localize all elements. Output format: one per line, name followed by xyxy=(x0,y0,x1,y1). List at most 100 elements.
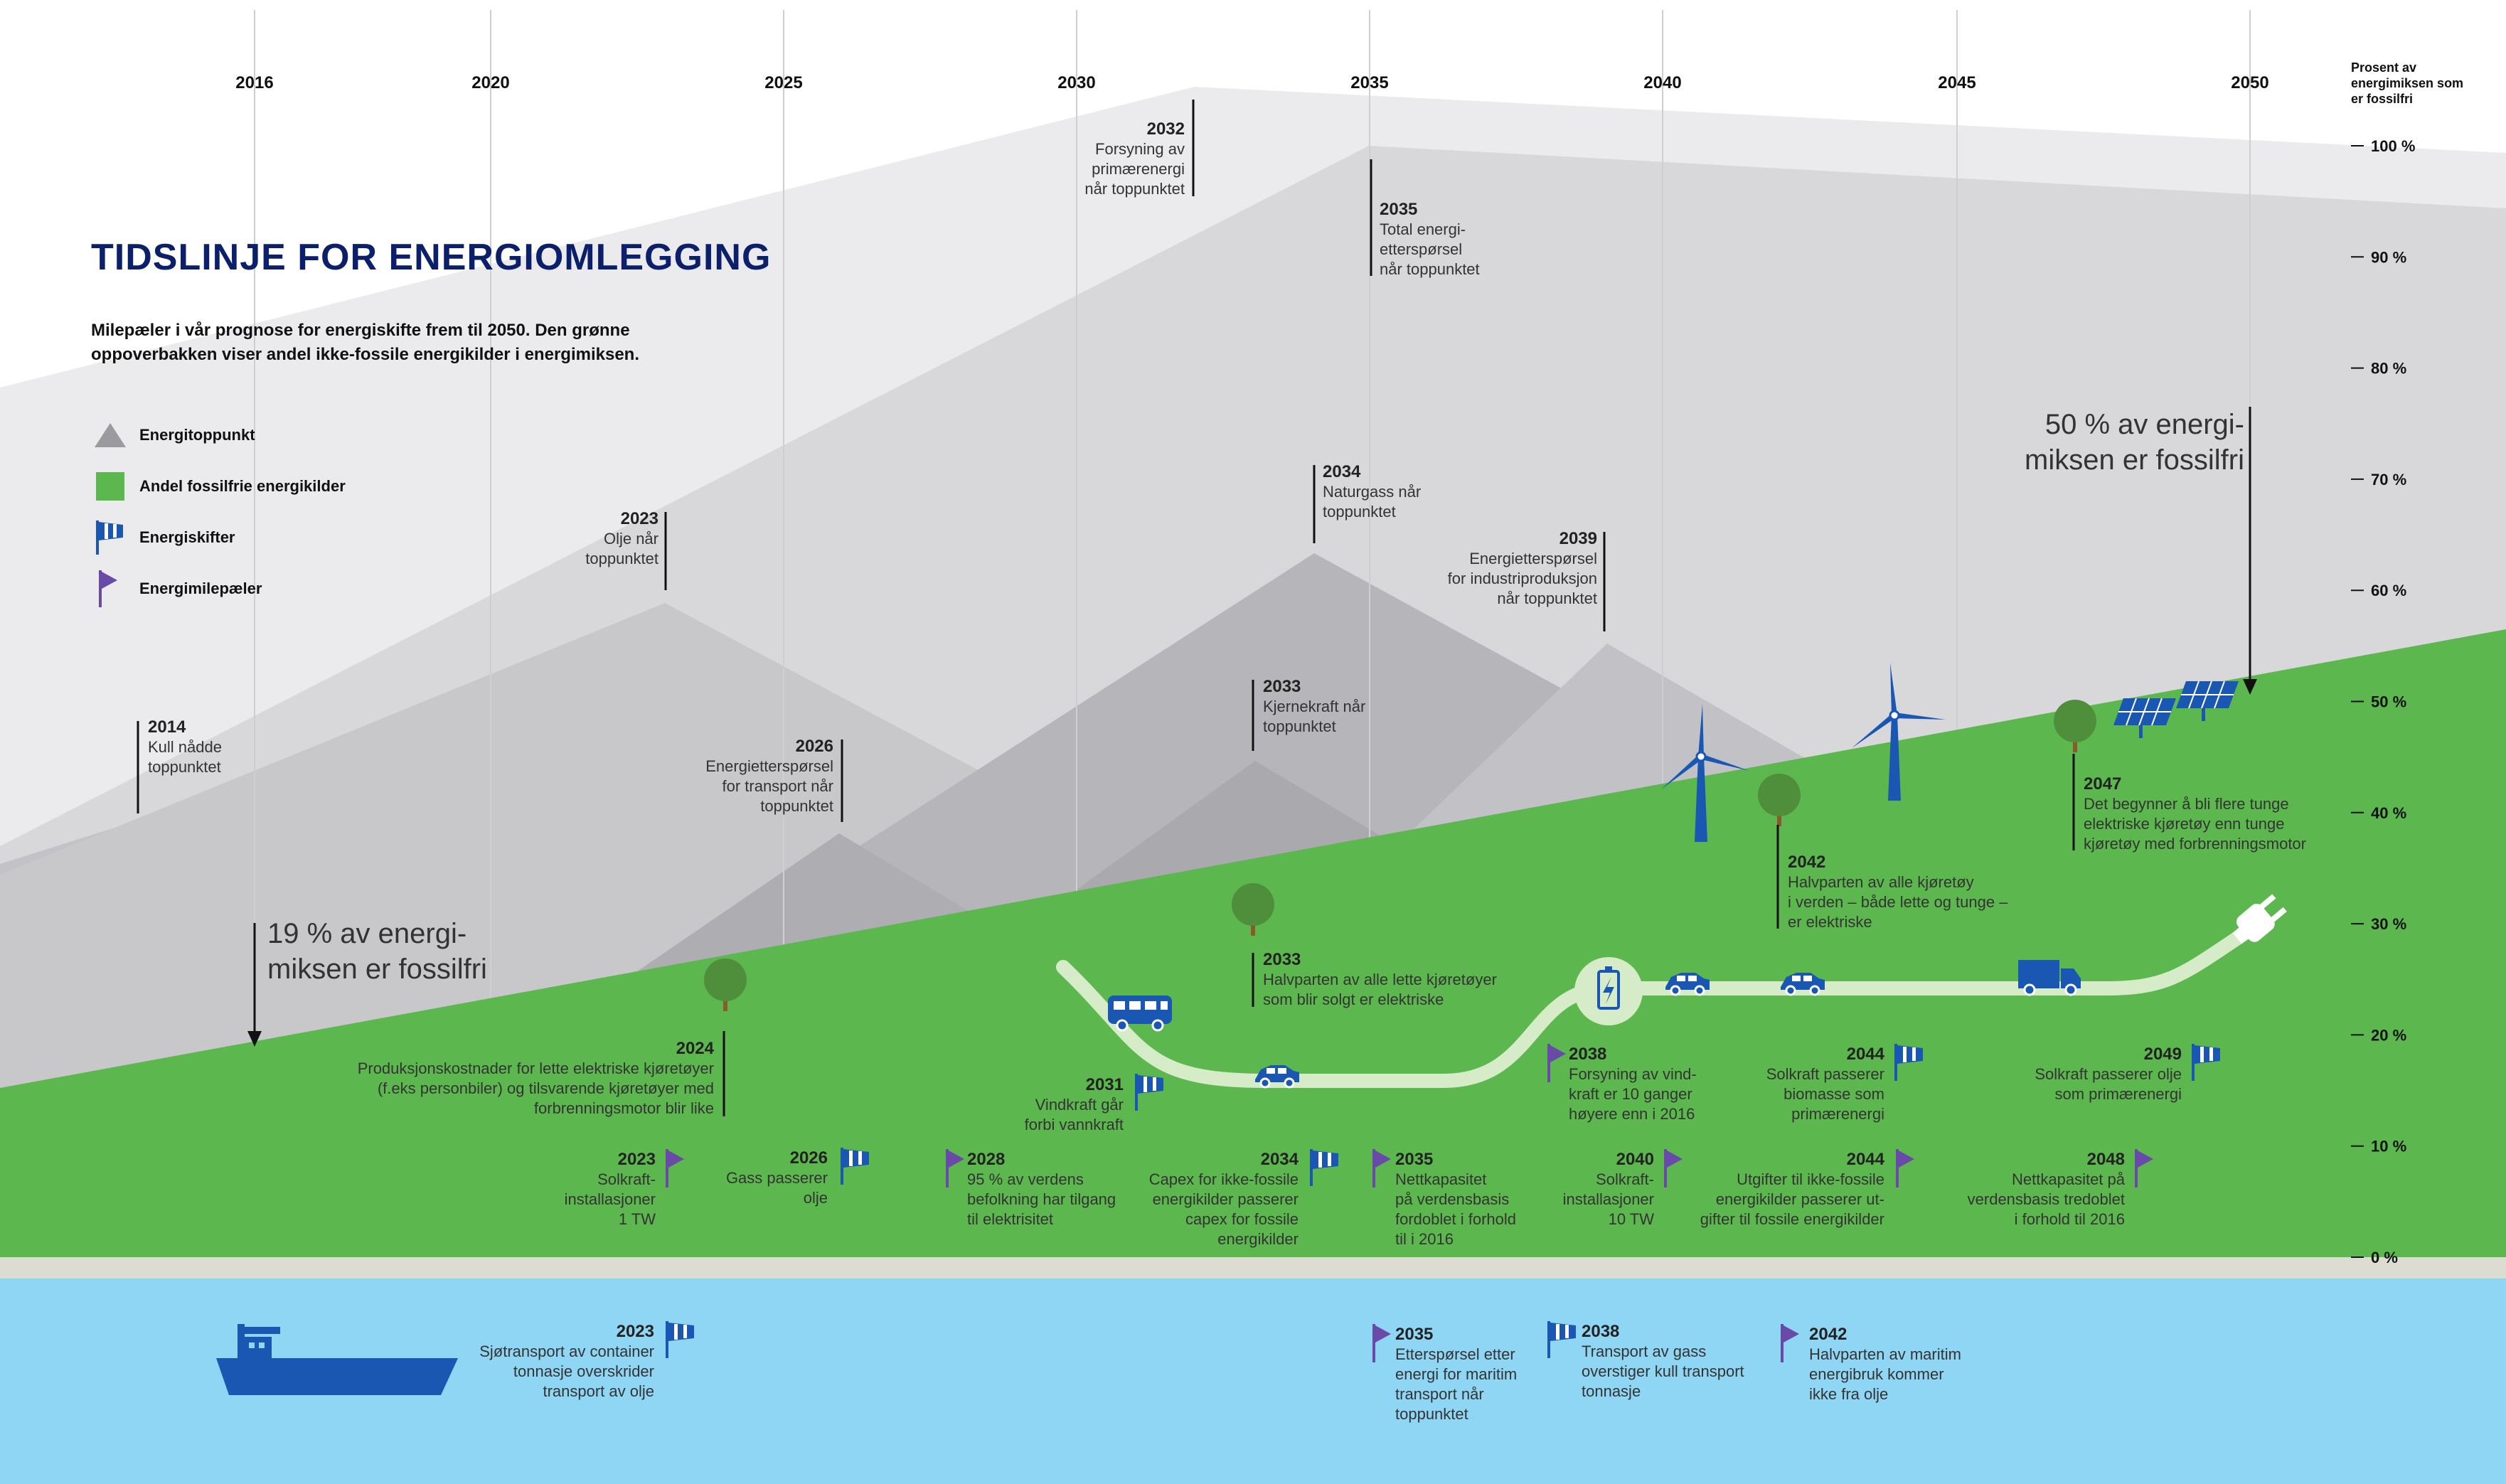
year-label: 2035 xyxy=(1350,73,1388,92)
ev-road xyxy=(1056,924,2254,1088)
windsock-icon xyxy=(1894,1044,1923,1081)
legend-label: Energimilepæler xyxy=(139,580,262,597)
axis-tick-label: 0 % xyxy=(2371,1249,2398,1266)
annotation-text: Kjernekraft når xyxy=(1263,698,1365,715)
annotation-text: Capex for ikke-fossile xyxy=(1149,1170,1299,1188)
axis-tick-label: 10 % xyxy=(2371,1138,2406,1155)
annotation-text: Transport av gass xyxy=(1582,1342,1706,1360)
axis-tick-label: 50 % xyxy=(2371,693,2406,711)
year-label: 2045 xyxy=(1938,73,1976,92)
pennant-flag-icon xyxy=(1896,1149,1914,1187)
annotation-text: 1 TW xyxy=(619,1210,656,1228)
axis-tick-label: 90 % xyxy=(2371,248,2406,266)
page-title: TIDSLINJE FOR ENERGIOMLEGGING xyxy=(91,237,772,278)
annotation-text: energibruk kommer xyxy=(1809,1365,1944,1383)
annotation-year: 2038 xyxy=(1582,1322,1619,1341)
annotation-text: Halvparten av maritim xyxy=(1809,1345,1961,1363)
annotation-text: forbi vannkraft xyxy=(1025,1116,1124,1133)
axis-tick-label: 40 % xyxy=(2371,804,2406,822)
page-subtitle: Milepæler i vår prognose for energiskift… xyxy=(91,321,639,364)
annotation-year: 2028 xyxy=(967,1150,1005,1169)
annotation-text: når toppunktet xyxy=(1084,180,1185,198)
annotation-text: Gass passerer xyxy=(726,1169,828,1187)
annotation-year: 2026 xyxy=(790,1148,828,1168)
annotation-text: Kull nådde xyxy=(148,738,222,756)
pennant-flag-icon xyxy=(1547,1044,1566,1082)
shoreline xyxy=(0,1257,2506,1279)
annotation-text: til i 2016 xyxy=(1395,1230,1454,1248)
annotation-year: 2042 xyxy=(1809,1325,1847,1344)
legend-item-energy-shift: Energiskifter xyxy=(94,521,235,555)
annotation-text: olje xyxy=(804,1189,828,1207)
pennant-flag-icon xyxy=(1372,1149,1391,1187)
annotation-text: Nettkapasitet på xyxy=(2012,1170,2126,1188)
annotation-text: transport av olje xyxy=(543,1382,654,1400)
legend-item-energy-peak: Energitoppunkt xyxy=(94,421,255,449)
annotation-text: Produksjonskostnader for lette elektrisk… xyxy=(358,1059,714,1077)
annotation-text: forbrenningsmotor blir like xyxy=(534,1099,714,1117)
annotation-text: 95 % av verdens xyxy=(967,1170,1084,1188)
legend-label: Energiskifter xyxy=(139,528,235,546)
annotation-text: for industriproduksjon xyxy=(1448,570,1597,587)
annotation-text: på verdensbasis xyxy=(1395,1190,1509,1208)
year-label: 2040 xyxy=(1643,73,1681,92)
annotation-text: energi for maritim xyxy=(1395,1365,1517,1383)
windsock-icon xyxy=(2192,1044,2220,1081)
annotation-text: for transport når xyxy=(722,777,833,795)
annotation-year: 2044 xyxy=(1847,1045,1885,1064)
annotation-year: 2026 xyxy=(796,737,833,756)
annotation-text: Olje når xyxy=(604,530,659,548)
annotation-year: 2035 xyxy=(1395,1325,1433,1344)
green-square-icon xyxy=(94,472,127,501)
annotation-year: 2039 xyxy=(1559,529,1597,548)
annotation-text: til elektrisitet xyxy=(967,1210,1053,1228)
tree-icon xyxy=(1232,883,1274,936)
annotation-text: primærenergi xyxy=(1092,160,1185,178)
annotation-text: installasjoner xyxy=(1563,1190,1654,1208)
truck-icon xyxy=(2018,960,2081,996)
annotation-text: Total energi- xyxy=(1380,220,1466,238)
annotation-year: 2047 xyxy=(2084,774,2121,794)
wind-turbine-icon xyxy=(1661,704,1749,842)
annotation-text: Energietterspørsel xyxy=(1469,550,1597,567)
annotation-text: kraft er 10 ganger xyxy=(1569,1085,1692,1103)
annotation-year: 2034 xyxy=(1261,1150,1299,1169)
annotation-year: 2033 xyxy=(1263,950,1301,969)
annotation-text: etterspørsel xyxy=(1380,240,1462,258)
pennant-flag-icon xyxy=(666,1149,684,1187)
annotation-text: Solkraft passerer xyxy=(1766,1065,1884,1083)
annotation-year: 2042 xyxy=(1788,853,1825,872)
bus-icon xyxy=(1108,995,1172,1032)
axis-tick-label: 100 % xyxy=(2371,137,2415,155)
charging-station-icon xyxy=(1574,957,1643,1025)
fossil-free-share-hill xyxy=(0,629,2506,1257)
annotation-text: er elektriske xyxy=(1788,913,1872,931)
annotation-text: overstiger kull transport xyxy=(1582,1362,1744,1380)
axis-tick-label: 70 % xyxy=(2371,471,2406,489)
annotation-text: Det begynner å bli flere tunge xyxy=(2084,795,2289,813)
start-share-note: 19 % av energi-miksen er fossilfri xyxy=(267,918,487,985)
legend-label: Andel fossilfrie energikilder xyxy=(139,477,346,495)
annotation-text: toppunktet xyxy=(585,550,659,567)
annotation-year: 2035 xyxy=(1380,200,1417,219)
annotation-text: som primærenergi xyxy=(2055,1085,2182,1103)
annotation-year: 2040 xyxy=(1616,1150,1654,1169)
windsock-icon xyxy=(666,1321,694,1358)
